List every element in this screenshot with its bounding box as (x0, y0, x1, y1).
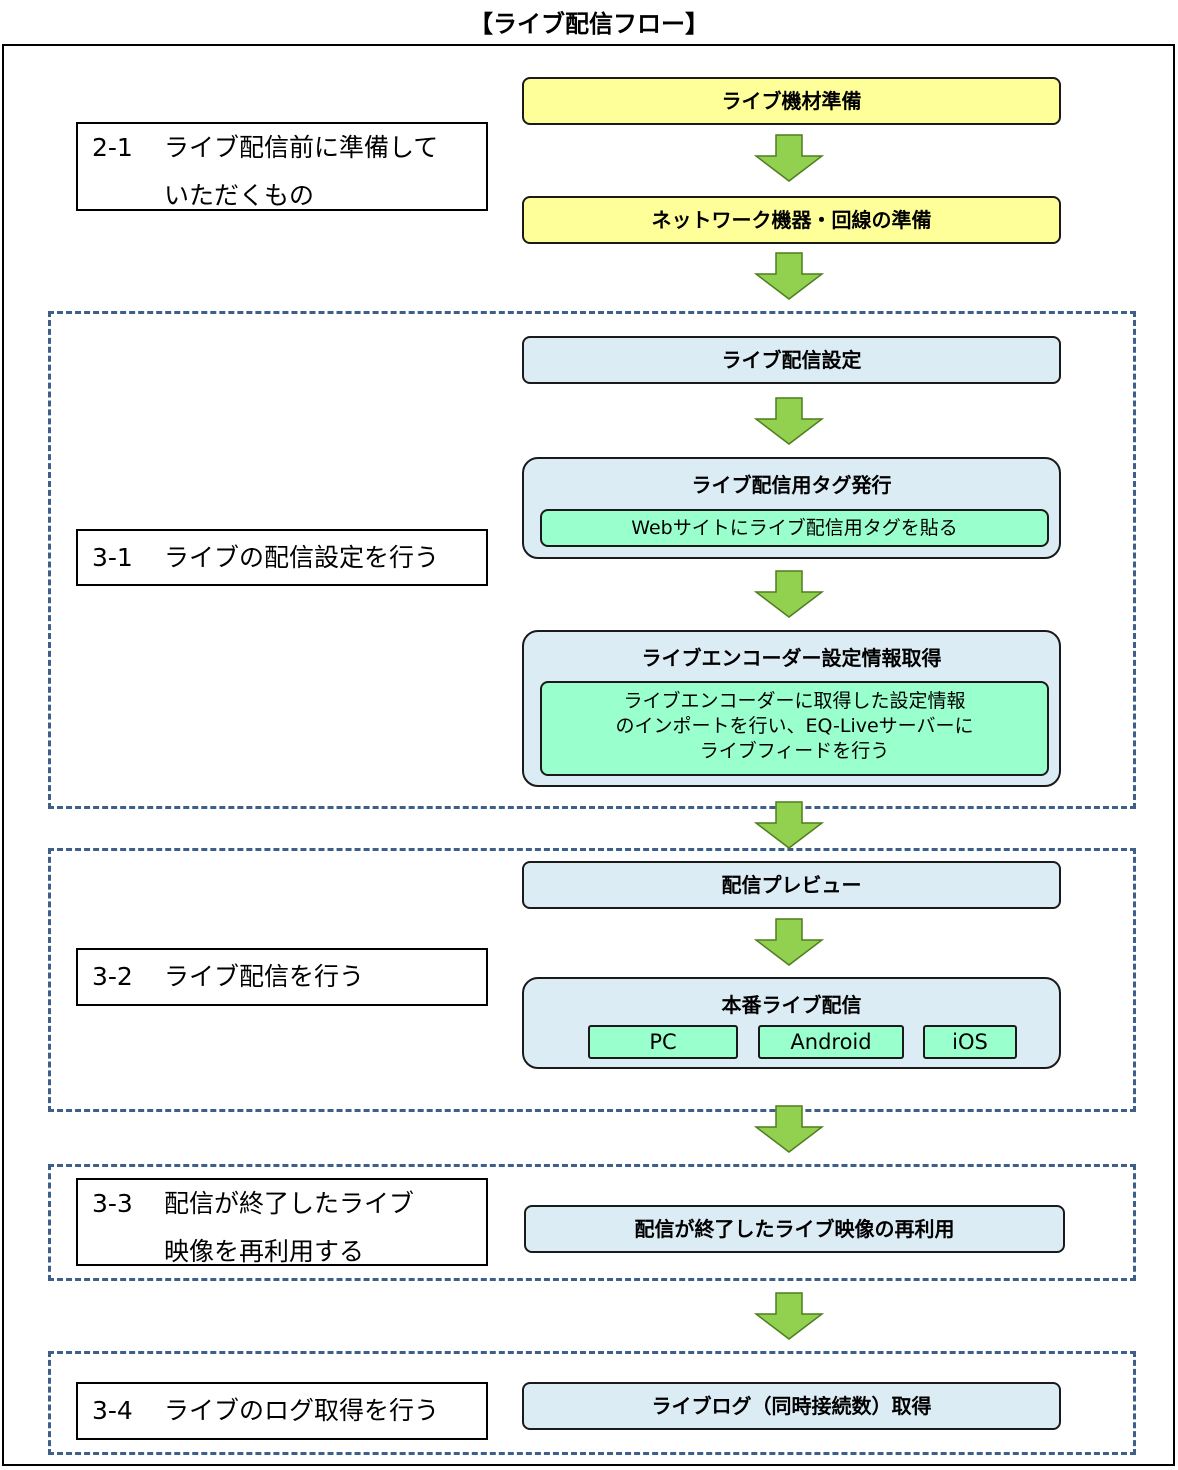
step-preview: 配信プレビュー (522, 861, 1061, 909)
step-log: ライブログ（同時接続数）取得 (522, 1382, 1061, 1430)
group-3-1 (48, 311, 1136, 809)
platform-ios: iOS (923, 1025, 1017, 1059)
down-arrow-icon (754, 397, 824, 445)
step-equipment: ライブ機材準備 (522, 77, 1061, 125)
page-title: 【ライブ配信フロー】 (469, 10, 709, 38)
down-arrow-icon (754, 570, 824, 618)
step-tag-issue: ライブ配信用タグ発行 Webサイトにライブ配信用タグを貼る (522, 457, 1061, 559)
platform-android: Android (758, 1025, 904, 1059)
platform-pc: PC (588, 1025, 738, 1059)
diagram-frame (2, 44, 1175, 1466)
group-3-4 (48, 1351, 1136, 1455)
group-3-2 (48, 848, 1136, 1112)
down-arrow-icon (754, 134, 824, 182)
down-arrow-icon (754, 1292, 824, 1340)
step-encoder: ライブエンコーダー設定情報取得 ライブエンコーダーに取得した設定情報 のインポー… (522, 630, 1061, 787)
step-tag-paste: Webサイトにライブ配信用タグを貼る (540, 509, 1049, 547)
step-live: 本番ライブ配信 PC Android iOS (522, 977, 1061, 1069)
step-network: ネットワーク機器・回線の準備 (522, 196, 1061, 244)
step-reuse: 配信が終了したライブ映像の再利用 (524, 1205, 1065, 1253)
down-arrow-icon (754, 1105, 824, 1153)
group-3-3 (48, 1164, 1136, 1281)
down-arrow-icon (754, 918, 824, 966)
down-arrow-icon (754, 801, 824, 849)
down-arrow-icon (754, 252, 824, 300)
step-settings: ライブ配信設定 (522, 336, 1061, 384)
step-encoder-detail: ライブエンコーダーに取得した設定情報 のインポートを行い、EQ-Liveサーバー… (540, 681, 1049, 776)
